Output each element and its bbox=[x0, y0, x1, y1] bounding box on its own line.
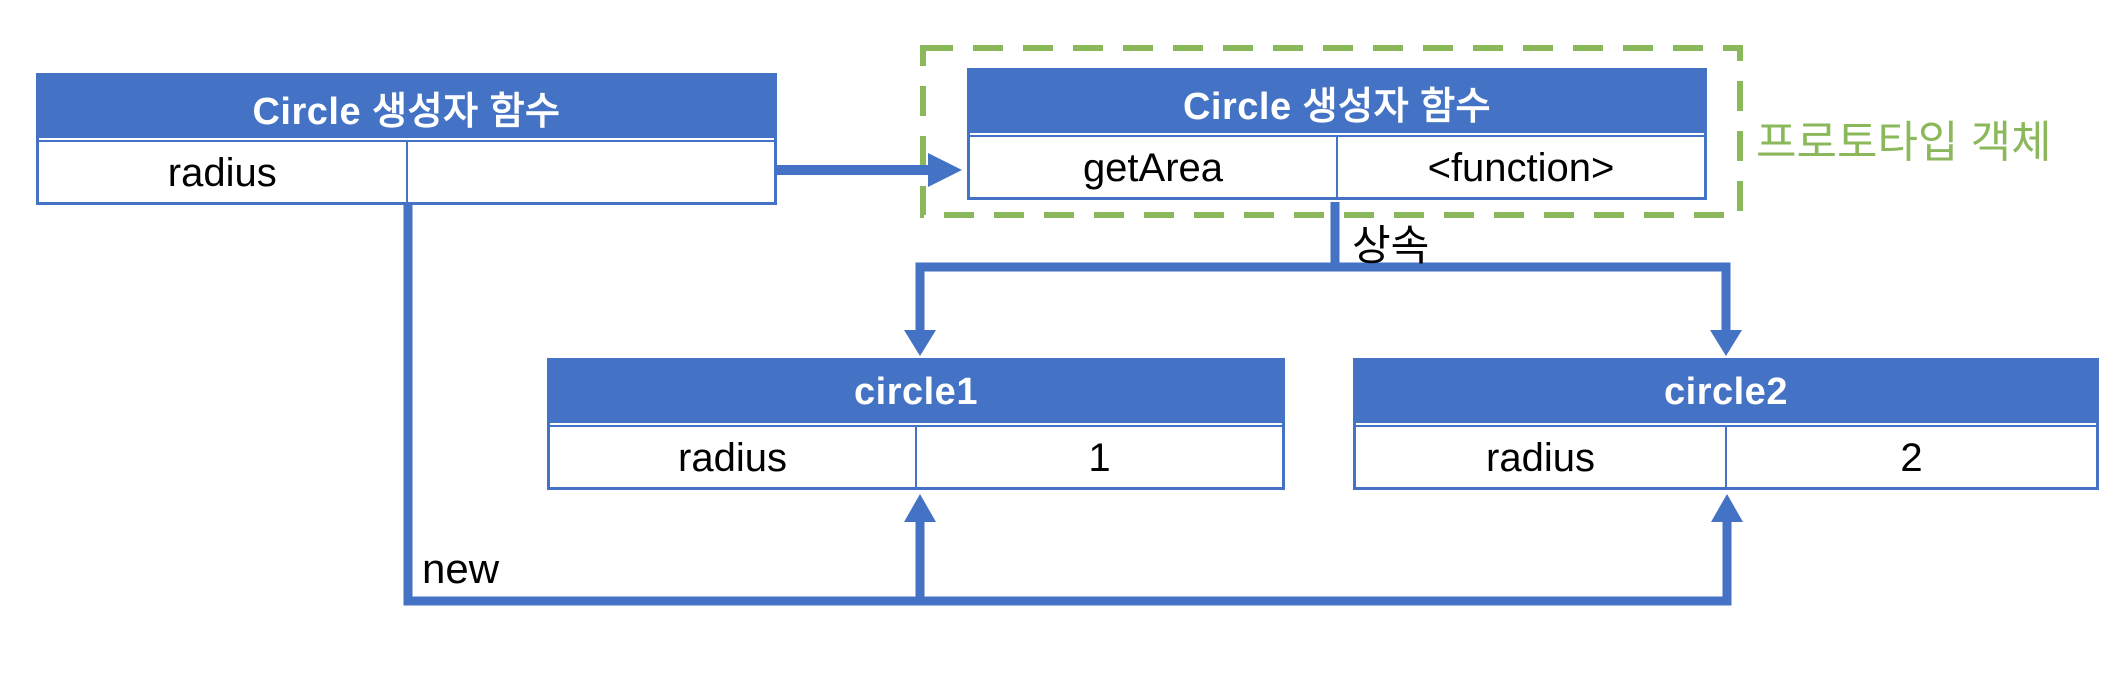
circle2-table-header: circle2 bbox=[1356, 361, 2096, 425]
prototype-group-dashed-box bbox=[920, 45, 1743, 218]
property-value-cell: <function> bbox=[1427, 145, 1615, 190]
constructor-table-title: Circle 생성자 함수 bbox=[252, 90, 561, 133]
constructor-table-header: Circle 생성자 함수 bbox=[39, 76, 774, 140]
prototype-object-table: Circle 생성자 함수 getArea <function> bbox=[967, 68, 1707, 200]
arrow-down-icon bbox=[1710, 330, 1742, 356]
arrow-down-icon bbox=[904, 330, 936, 356]
new-operator-connector bbox=[403, 205, 1743, 606]
circle1-table-row: radius 1 bbox=[550, 425, 1282, 489]
property-key-cell: radius bbox=[550, 427, 917, 489]
property-value-cell: 1 bbox=[1088, 435, 1111, 480]
arrow-up-icon bbox=[1711, 494, 1743, 522]
circle2-instance-table: circle2 radius 2 bbox=[1353, 358, 2099, 490]
prototype-table-row: getArea <function> bbox=[970, 135, 1704, 199]
constructor-function-table: Circle 생성자 함수 radius bbox=[36, 73, 777, 205]
circle2-table-row: radius 2 bbox=[1356, 425, 2096, 489]
new-operator-edge-label: new bbox=[422, 545, 500, 592]
property-value-cell: 2 bbox=[1900, 435, 1923, 480]
arrow-up-icon bbox=[904, 494, 936, 522]
circle2-table-title: circle2 bbox=[1664, 370, 1788, 413]
property-key-cell: getArea bbox=[970, 137, 1338, 199]
property-key-cell: radius bbox=[1356, 427, 1727, 489]
prototype-table-header: Circle 생성자 함수 bbox=[970, 71, 1704, 135]
constructor-table-row: radius bbox=[39, 140, 774, 204]
property-value-cell bbox=[408, 142, 775, 204]
circle1-instance-table: circle1 radius 1 bbox=[547, 358, 1285, 490]
inheritance-connector bbox=[904, 202, 1742, 356]
prototype-box-label: 프로토타입 객체 bbox=[1756, 118, 2052, 167]
circle1-table-title: circle1 bbox=[854, 370, 978, 413]
circle1-table-header: circle1 bbox=[550, 361, 1282, 425]
inheritance-edge-label: 상속 bbox=[1352, 222, 1430, 269]
property-key-cell: radius bbox=[39, 142, 408, 204]
prototype-table-title: Circle 생성자 함수 bbox=[1182, 85, 1492, 128]
